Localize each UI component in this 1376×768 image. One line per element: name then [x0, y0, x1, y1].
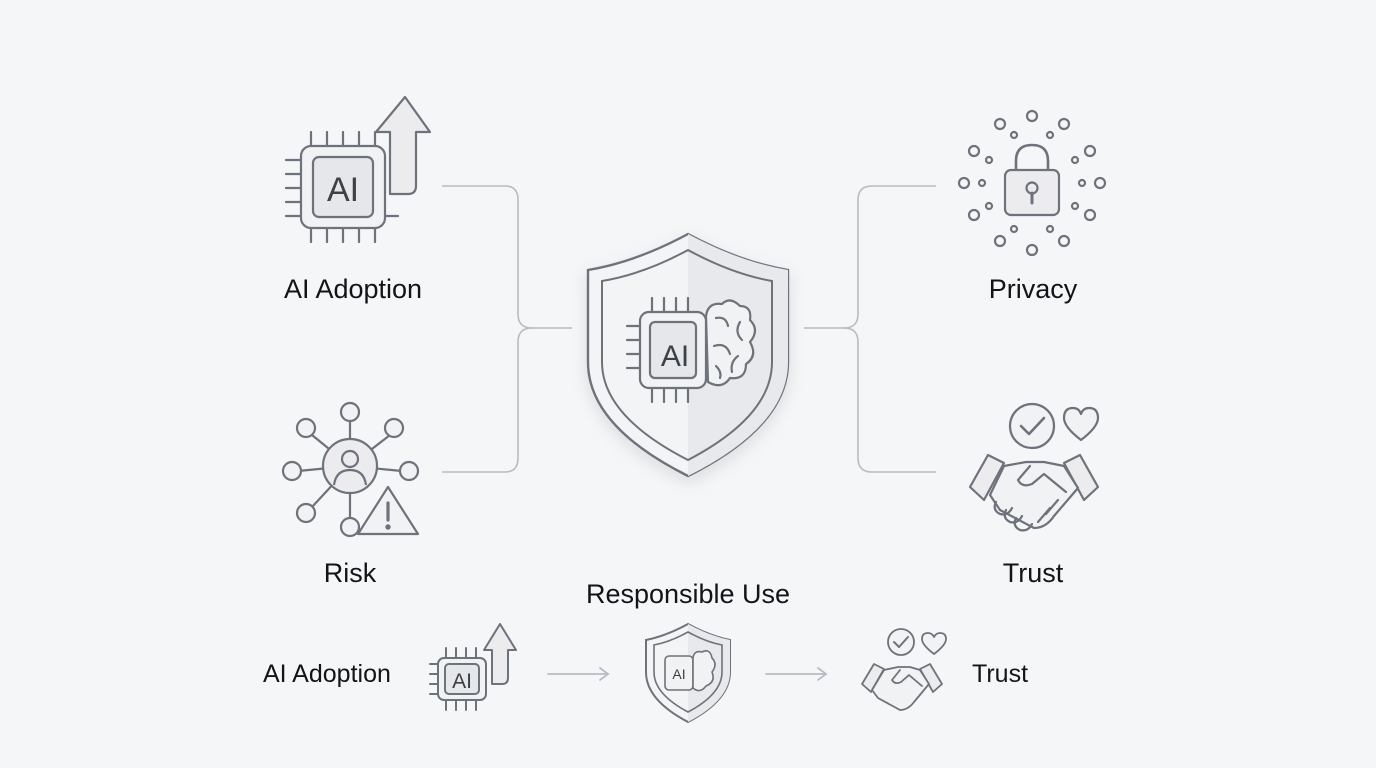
flow-end-label: Trust	[972, 660, 1029, 688]
ai-chip-arrow-up-icon	[284, 95, 432, 244]
flow-start-chip-icon	[429, 623, 517, 711]
connector-trust	[843, 327, 936, 473]
flow-arrow-2	[765, 667, 828, 681]
node-label-privacy: Privacy	[988, 274, 1078, 304]
connector-privacy	[804, 185, 936, 329]
center-chip-text: AI	[661, 340, 689, 373]
network-user-warning-icon	[281, 401, 420, 538]
flow-start-label: AI Adoption	[263, 660, 391, 688]
center-caption: Responsible Use	[585, 579, 791, 609]
node-label-risk: Risk	[323, 558, 377, 588]
ai-adoption-chip-text: AI	[327, 171, 359, 209]
handshake-check-heart-icon	[968, 402, 1100, 532]
connector-risk	[442, 327, 533, 473]
flow-handshake-icon	[861, 628, 947, 711]
shield-chip-brain-icon	[586, 232, 790, 478]
node-label-trust: Trust	[1002, 558, 1064, 588]
flow-shield-icon	[645, 622, 731, 724]
flow-middle-chip-text: AI	[672, 666, 685, 682]
flow-arrow-1	[547, 667, 610, 681]
node-label-ai-adoption: AI Adoption	[283, 274, 423, 304]
connector-lines	[442, 185, 936, 473]
connector-ai-adoption	[442, 185, 572, 329]
padlock-icon	[957, 109, 1107, 257]
flow-start-chip-text: AI	[452, 670, 472, 693]
